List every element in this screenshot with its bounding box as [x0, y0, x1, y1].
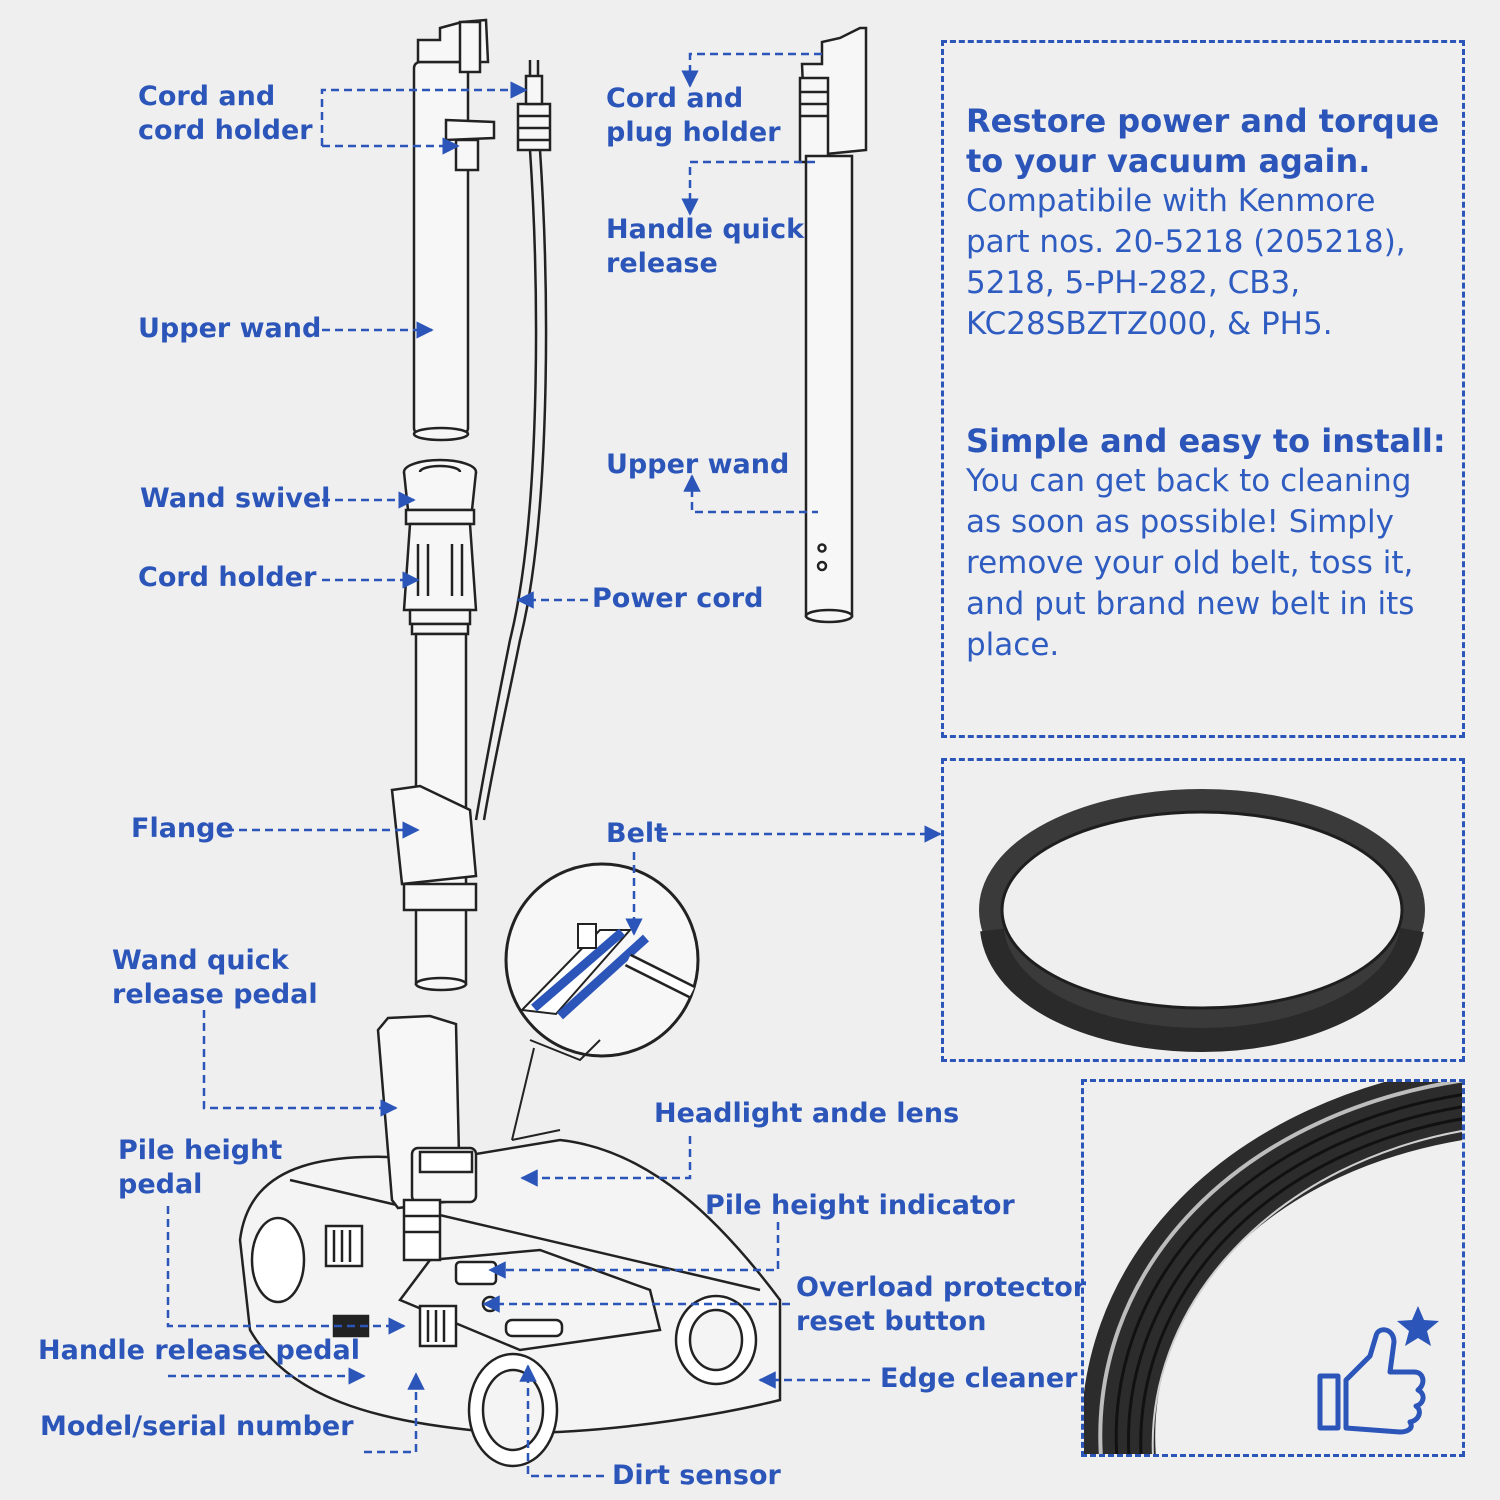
label-headlight-lens: Headlight ande lens: [654, 1098, 960, 1129]
label-overload-protector: Overload protector reset button: [796, 1272, 1087, 1337]
label-upper-wand-left: Upper wand: [138, 313, 322, 344]
leader-dirt-sensor: [519, 1364, 604, 1478]
label-handle-release-pedal: Handle release pedal: [38, 1335, 360, 1366]
upper-wand-drawing: [412, 18, 496, 442]
belt-image-panel: [941, 758, 1465, 1062]
label-belt: Belt: [606, 818, 668, 849]
thumbs-up-icon: [1317, 1327, 1426, 1435]
leader-headlight: [520, 1136, 692, 1187]
star-icon: [1397, 1306, 1439, 1346]
label-flange: Flange: [131, 813, 234, 844]
label-power-cord: Power cord: [592, 583, 764, 614]
belt-closeup-panel: [1081, 1079, 1465, 1457]
leader-pile-height-indicator: [488, 1222, 780, 1279]
belt-closeup-drawing: [504, 862, 700, 1141]
leader-wand-quick-release: [202, 1010, 398, 1117]
label-pile-height-pedal: Pile height pedal: [118, 1135, 283, 1200]
info-heading-restore: Restore power and torque to your vacuum …: [966, 102, 1440, 180]
label-pile-height-indicator: Pile height indicator: [705, 1190, 1015, 1221]
info-panel: Restore power and torque to your vacuum …: [941, 40, 1465, 738]
belt-closeup-image: [1084, 1082, 1462, 1454]
lower-wand-drawing: [390, 632, 478, 992]
info-heading-install: Simple and easy to install:: [966, 422, 1446, 460]
label-wand-swivel: Wand swivel: [140, 483, 331, 514]
label-edge-cleaner: Edge cleaner: [880, 1363, 1078, 1394]
label-wand-quick-release-pedal: Wand quick release pedal: [112, 945, 318, 1010]
label-cord-and-plug-holder: Cord and plug holder: [606, 83, 781, 148]
handle-wand-drawing: [798, 26, 868, 624]
leader-model-serial: [364, 1372, 425, 1454]
label-dirt-sensor: Dirt sensor: [612, 1460, 781, 1491]
leader-handle-quick-release: [681, 160, 818, 216]
label-handle-quick-release: Handle quick release: [606, 214, 805, 279]
leader-cord-and-cord-holder: [320, 81, 528, 146]
wand-swivel-drawing: [402, 458, 478, 636]
info-compatibility-text: Compatibile with Kenmore part nos. 20-52…: [966, 183, 1406, 342]
label-model-serial-number: Model/serial number: [40, 1411, 354, 1442]
label-upper-wand-right: Upper wand: [606, 449, 790, 480]
power-cord-drawing: [474, 60, 552, 821]
leader-upper-wand-right: [683, 474, 818, 514]
label-cord-and-cord-holder: Cord and cord holder: [138, 81, 313, 146]
leader-cord-and-plug-holder: [681, 52, 822, 88]
leader-pile-height-pedal: [166, 1206, 406, 1335]
vacuum-base-drawing: [238, 1014, 782, 1468]
label-cord-holder: Cord holder: [138, 562, 317, 593]
info-install-text: You can get back to cleaning as soon as …: [966, 463, 1415, 663]
leader-lines: [166, 52, 942, 1478]
belt-image: [979, 789, 1425, 1053]
